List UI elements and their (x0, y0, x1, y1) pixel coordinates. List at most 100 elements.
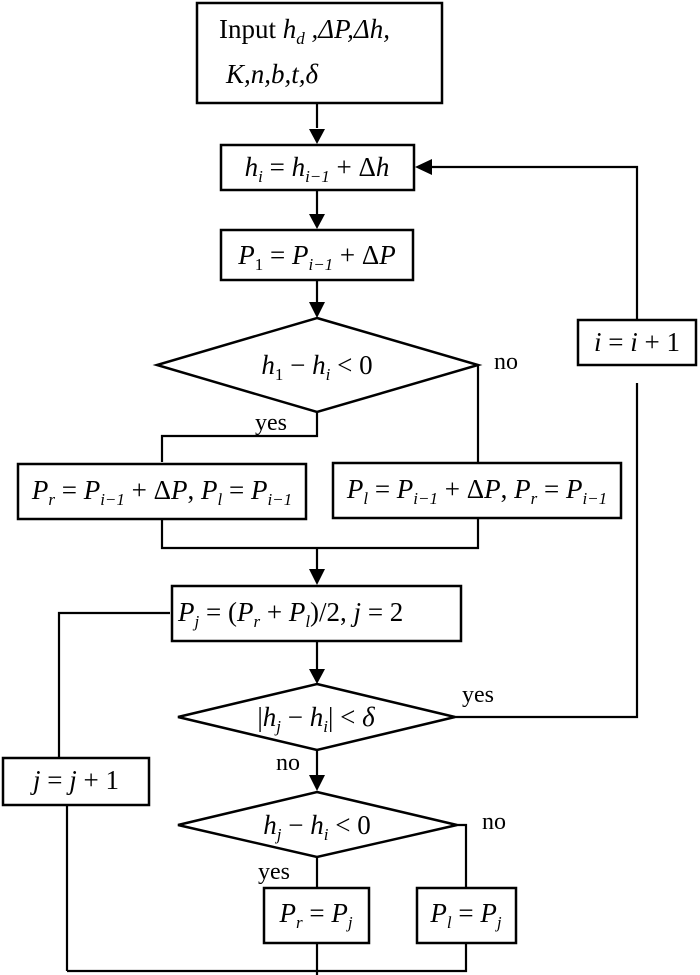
formula-token: P (378, 240, 396, 270)
formula-token: h (292, 152, 306, 182)
formula-token: = (263, 240, 292, 270)
decision-hj-diamond (177, 790, 458, 859)
formula-token: )/2, (310, 597, 354, 627)
arrowhead-icon (415, 159, 432, 175)
formula-token: l (447, 913, 452, 932)
node-update-h: hi​ = hi−1​ + Δh (219, 143, 416, 192)
formula-token: − (282, 810, 311, 840)
node-bisect: Pj​ = (Pr​ + Pl​)/2, j = 2 (170, 584, 463, 643)
decision-conv-yes-label: yes (462, 682, 494, 708)
set-pl-box (331, 461, 623, 520)
connectors (57, 103, 639, 975)
formula-token: = ( (199, 597, 237, 627)
formula-token: − (281, 702, 310, 732)
formula-token: P (288, 597, 306, 627)
formula-token: i−1 (582, 489, 607, 508)
formula-token: r (296, 913, 303, 932)
formula-token: P (177, 597, 195, 627)
formula-token: P (330, 898, 348, 928)
formula-token: i (594, 327, 602, 357)
formula-token: K,n,b,t,δ (225, 59, 319, 89)
formula-token: − (283, 350, 312, 380)
decision-h1-yes-label: yes (255, 410, 287, 436)
set-pr-box (16, 462, 308, 521)
formula-token: P (83, 475, 101, 505)
edge-decision-h1-yes (160, 412, 319, 462)
formula-token: P (236, 597, 254, 627)
input-line-2: K,n,b,t,δ (225, 59, 319, 89)
formula-token: = (41, 765, 70, 795)
formula-token: = (303, 898, 332, 928)
formula-token: i−1 (100, 490, 125, 509)
formula-token: i−1 (413, 489, 438, 508)
node-decision-hj: hj​ − hi​ < 0 no yes (177, 790, 506, 885)
formula-token: P (170, 475, 188, 505)
formula-token: l (217, 490, 222, 509)
set-pl-pj-box (415, 886, 518, 945)
node-increment-j: j = j + 1 (1, 756, 151, 807)
formula-token: P (346, 474, 364, 504)
formula-token: P (250, 475, 268, 505)
formula-token: Input (219, 14, 283, 44)
set-pl-formula: Pl​ = Pi−1​ + ΔP, Pr​ = Pi−1​ (346, 474, 607, 508)
edge-decision-hj-no (457, 823, 468, 888)
formula-token: + Δ (125, 475, 171, 505)
formula-token: + Δ (438, 474, 484, 504)
formula-token: = (452, 898, 481, 928)
formula-token: d (296, 29, 305, 48)
node-set-pr-pj: Pr​ = Pj​ (262, 886, 371, 945)
formula-token: = 2 (361, 597, 403, 627)
bisect-box (170, 584, 463, 643)
formula-token: r (531, 489, 538, 508)
formula-token: + 1 (638, 327, 680, 357)
decision-h1-no-label: no (494, 349, 518, 375)
node-input: Input hd​ ,ΔP,Δh, K,n,b,t,δ (195, 1, 444, 105)
node-set-pr: Pr​ = Pi−1​ + ΔP, Pl​ = Pi−1​ (16, 462, 308, 521)
formula-token: ,ΔP,Δh, (305, 14, 390, 44)
formula-token: + Δ (333, 240, 379, 270)
increment-i-box (576, 318, 698, 367)
formula-token: h (312, 350, 326, 380)
formula-token: i−1 (305, 167, 330, 186)
formula-token: , (187, 475, 201, 505)
formula-token: P (479, 898, 497, 928)
formula-token: + 1 (77, 765, 119, 795)
formula-token: j (274, 717, 281, 736)
formula-token: j (30, 765, 41, 795)
formula-token: = (263, 152, 292, 182)
formula-token: 1 (255, 255, 264, 274)
formula-token: < 0 (330, 350, 372, 380)
formula-token: h (263, 810, 277, 840)
increment-j-box (1, 756, 151, 807)
increment-i-formula: i = i + 1 (594, 327, 680, 357)
formula-token: P (200, 475, 218, 505)
decision-h1-condition: h1​ − hi​ < 0 (261, 350, 372, 384)
bisect-formula: Pj​ = (Pr​ + Pl​)/2, j = 2 (177, 597, 403, 631)
formula-token: r (48, 490, 55, 509)
formula-token: δ (362, 702, 375, 732)
formula-token: i (323, 717, 328, 736)
edge-set-pl-pj-to-loop (67, 943, 468, 973)
formula-token: j (495, 913, 502, 932)
formula-token: = (55, 475, 84, 505)
formula-token: | (257, 702, 262, 732)
edge-set-pr-to-merge (160, 519, 317, 550)
formula-token: j (346, 913, 353, 932)
increment-j-formula: j = j + 1 (30, 765, 119, 795)
decision-hj-yes-label: yes (258, 859, 290, 885)
set-pr-pj-box (262, 886, 371, 945)
edge-set-pl-to-merge (317, 518, 480, 550)
arrowhead-icon (309, 302, 325, 318)
node-update-p1: P1​ = Pi−1​ + ΔP (219, 228, 415, 282)
formula-token: j (66, 765, 77, 795)
decision-conv-diamond (177, 682, 456, 752)
formula-token: l (363, 489, 368, 508)
formula-token: r (253, 612, 260, 631)
formula-token: j (193, 612, 200, 631)
formula-token: l (305, 612, 310, 631)
set-pr-pj-formula: Pr​ = Pj​ (278, 898, 352, 932)
formula-token: h (310, 702, 324, 732)
decision-hj-no-label: no (482, 809, 506, 835)
formula-token: < (333, 702, 362, 732)
formula-token: < 0 (328, 810, 370, 840)
